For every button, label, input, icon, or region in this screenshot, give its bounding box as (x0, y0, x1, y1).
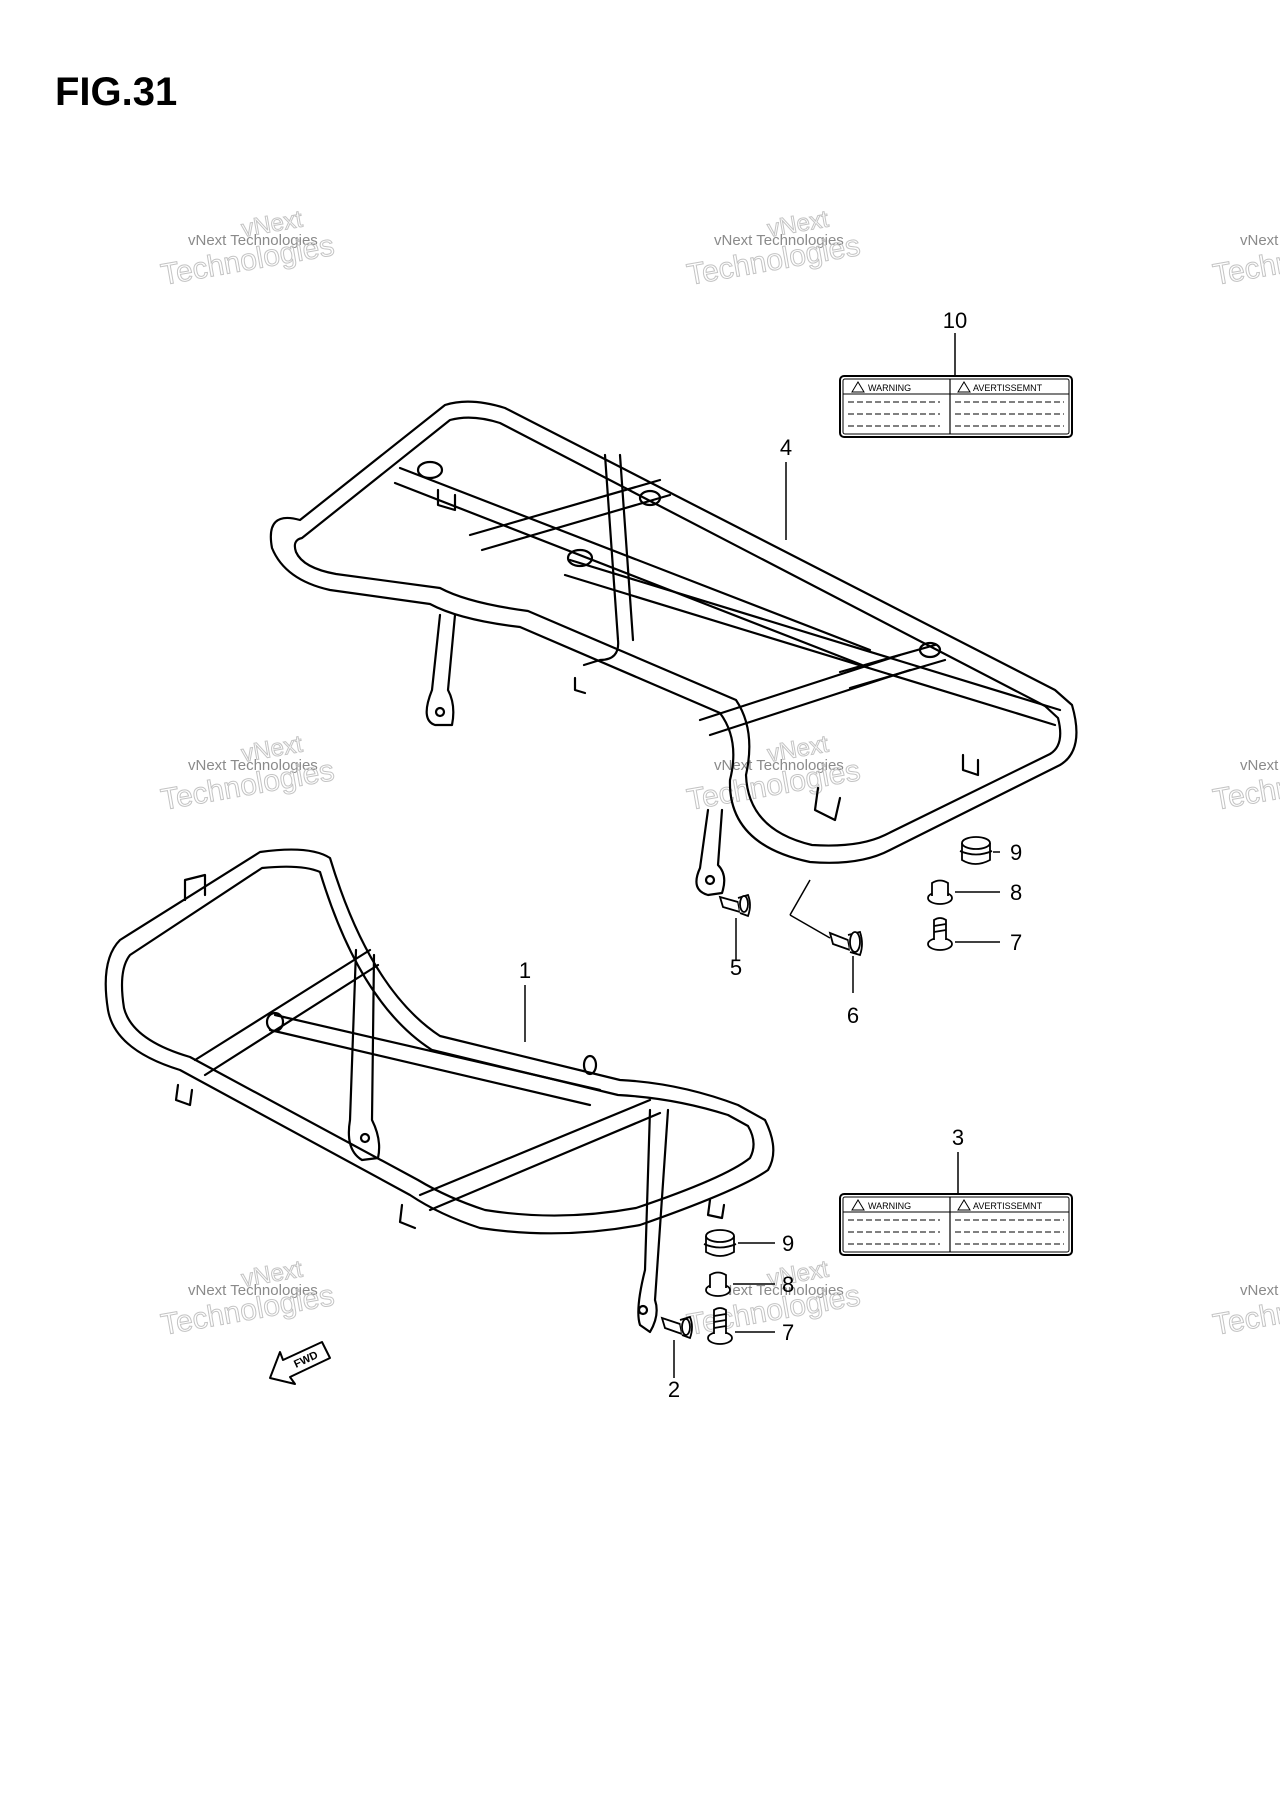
svg-text:vNext Technologies: vNext Technologies (1240, 232, 1280, 249)
warning-label-3: WARNING AVERTISSEMNT (839, 1193, 1073, 1256)
warning-triangle-icon (957, 1199, 971, 1211)
watermark: vNext Technologies Technologies (1210, 753, 1280, 817)
bolt-2 (660, 1315, 693, 1340)
grommet-9-lower (703, 1229, 737, 1257)
watermark: vNext Technologies Technologies (1210, 228, 1280, 292)
warning-triangle-icon (957, 381, 971, 393)
warning-triangle-icon (851, 1199, 865, 1211)
callout-4: 4 (780, 435, 792, 460)
watermark: vNext Technologies Technologies vNext (158, 730, 337, 817)
callout-1: 1 (519, 958, 531, 983)
svg-text:AVERTISSEMNT: AVERTISSEMNT (973, 1201, 1043, 1211)
watermark: vNext Technologies Technologies vNext (158, 1255, 337, 1342)
svg-text:vNext Technologies: vNext Technologies (188, 1282, 318, 1299)
watermark: vNext Technologies Technologies vNext (158, 205, 337, 292)
callout-7-lower: 7 (782, 1320, 794, 1345)
fwd-arrow-icon: FWD (269, 1341, 331, 1385)
svg-text:vNext Technologies: vNext Technologies (714, 1282, 844, 1299)
svg-text:vNext Technologies: vNext Technologies (1240, 1282, 1280, 1299)
svg-text:vNext Technologies: vNext Technologies (188, 757, 318, 774)
collar-8-lower (705, 1271, 731, 1297)
warning-label-10: WARNING AVERTISSEMNT (839, 375, 1073, 438)
svg-text:WARNING: WARNING (868, 1201, 911, 1211)
screw-7-lower (707, 1307, 733, 1345)
callout-8-lower: 8 (782, 1272, 794, 1297)
callout-5: 5 (730, 955, 742, 980)
front-carrier-rack (104, 848, 775, 1334)
callout-9-upper: 9 (1010, 840, 1022, 865)
watermark-group: vNext Technologies Technologies vNext vN… (158, 205, 1280, 1342)
figure-title: FIG.31 (55, 70, 178, 114)
watermark: vNext Technologies Technologies vNext (684, 205, 863, 292)
svg-text:AVERTISSEMNT: AVERTISSEMNT (973, 383, 1043, 393)
svg-text:vNext Technologies: vNext Technologies (714, 232, 844, 249)
grommet-9-upper (959, 836, 993, 865)
svg-text:vNext Technologies: vNext Technologies (188, 232, 318, 249)
screw-7-upper (927, 917, 953, 951)
callout-2: 2 (668, 1377, 680, 1402)
rear-carrier-rack (269, 400, 1078, 897)
callout-9-lower: 9 (782, 1231, 794, 1256)
callout-6: 6 (847, 1003, 859, 1028)
collar-8-upper (927, 879, 953, 905)
warning-triangle-icon (851, 381, 865, 393)
svg-text:vNext Technologies: vNext Technologies (1240, 757, 1280, 774)
bolt-5 (718, 893, 751, 918)
watermark: vNext Technologies Technologies vNext (684, 730, 863, 817)
watermark: vNext Technologies Technologies vNext (684, 1255, 863, 1342)
callout-8-upper: 8 (1010, 880, 1022, 905)
watermark: vNext Technologies Technologies (1210, 1278, 1280, 1342)
callout-3: 3 (952, 1125, 964, 1150)
callout-7-upper: 7 (1010, 930, 1022, 955)
svg-text:WARNING: WARNING (868, 383, 911, 393)
callout-10: 10 (943, 308, 967, 333)
bolt-6 (828, 930, 863, 957)
